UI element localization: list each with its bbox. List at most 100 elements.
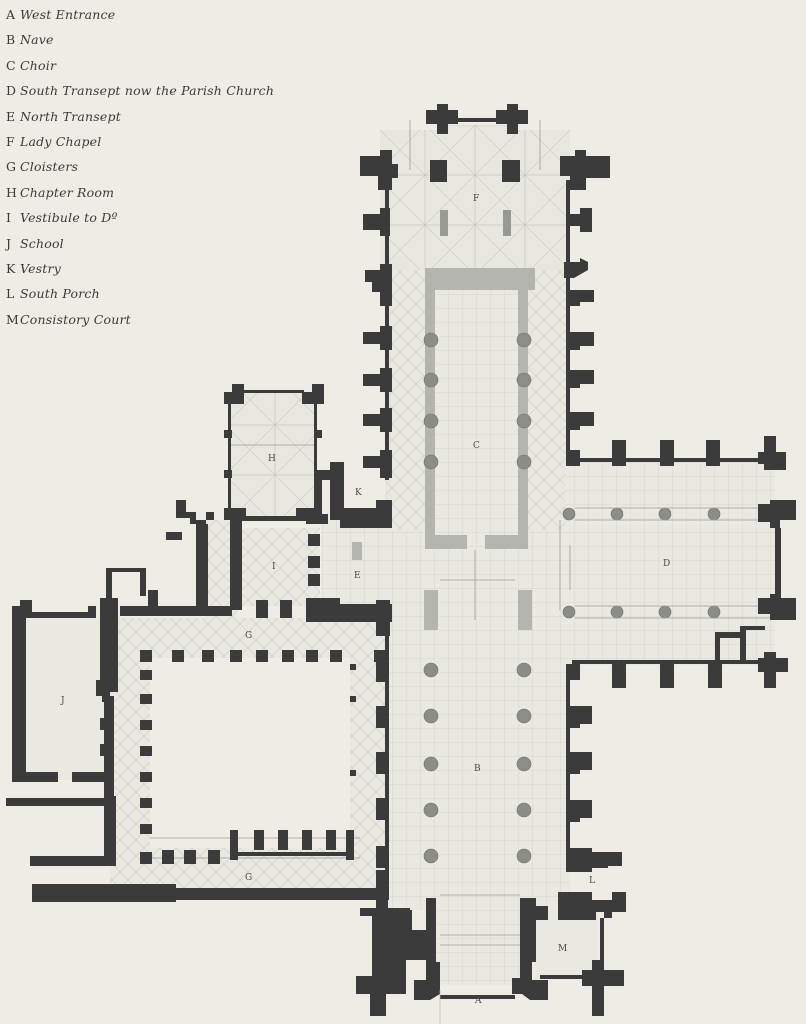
- west-front-north-tower: [414, 898, 440, 1000]
- legend-key: G: [6, 159, 16, 175]
- legend-label: School: [20, 235, 64, 251]
- legend-label: Vestry: [20, 260, 61, 276]
- legend-label: Chapter Room: [20, 184, 115, 200]
- plan-label-c: C: [473, 441, 480, 451]
- transept-buttress-n1: [612, 440, 626, 466]
- transept-se-corner: [758, 652, 788, 688]
- legend-label: South Porch: [20, 286, 100, 302]
- transept-north-wall: [572, 458, 762, 462]
- legend-key: F: [6, 133, 15, 149]
- legend-label: Cloisters: [20, 159, 79, 175]
- chapter-room-floor: [230, 392, 316, 518]
- west-door-threshold: [440, 995, 515, 999]
- crossing-pier-sw: [518, 590, 532, 630]
- legend-label: Nave: [20, 32, 54, 48]
- cloister-west-outer-wall: [100, 598, 118, 692]
- plan-label-k: K: [355, 488, 362, 498]
- west-front-south-tower: [512, 898, 548, 1000]
- cloister-garth-piers: [140, 650, 388, 864]
- legend-key: E: [6, 108, 16, 124]
- transept-east-buttress-2: [758, 594, 796, 620]
- transept-south-wall: [572, 660, 762, 664]
- plan-label-i: I: [272, 562, 276, 572]
- legend-key: A: [6, 7, 16, 22]
- legend-item: F Lady Chapel: [6, 133, 274, 158]
- legend-label: Choir: [20, 57, 57, 73]
- legend-item: J School: [6, 235, 274, 260]
- legend-key: I: [6, 210, 11, 226]
- transept-buttress-s1: [612, 662, 626, 688]
- consistory-court-floor: [535, 910, 597, 980]
- lady-chapel-pier-1: [430, 160, 447, 182]
- floor-areas: [20, 125, 775, 985]
- transept-buttress-n2: [660, 440, 674, 466]
- plan-label-f: F: [473, 194, 479, 204]
- legend-item: A West Entrance: [6, 6, 274, 31]
- plan-label-d: D: [663, 559, 670, 569]
- legend-label: Vestibule to Dº: [20, 210, 118, 226]
- legend-item: MConsistory Court: [6, 311, 274, 336]
- transept-east-buttress-1: [758, 500, 796, 528]
- west-front-north-block: [356, 910, 426, 1016]
- lady-chapel-east-wall: [447, 118, 497, 122]
- chapter-room-ne-corner: [302, 384, 324, 404]
- cloister-south-outer-wall-east: [176, 888, 376, 900]
- vestry-walls: [330, 462, 392, 528]
- lady-chapel-pier-2: [502, 160, 520, 182]
- lady-chapel-east-buttress-south: [496, 104, 528, 134]
- legend-label: South Transept now the Parish Church: [20, 83, 275, 99]
- legend-item: L South Porch: [6, 285, 274, 310]
- cloister-south-outer-wall-west: [32, 884, 176, 902]
- plan-letters: A B C D E F G G H I J K L M: [60, 194, 670, 1006]
- transept-ne-corner: [758, 436, 786, 470]
- legend-item: I Vestibule to Dº: [6, 209, 274, 234]
- chapter-room-nw-corner: [224, 384, 244, 404]
- choir-east-screen: [425, 268, 535, 290]
- crossing-floor: [385, 530, 570, 625]
- plan-label-g-south: G: [245, 873, 252, 883]
- choir-floor: [432, 290, 522, 535]
- legend-key: L: [6, 286, 15, 302]
- south-porch-wall: [566, 848, 622, 872]
- legend-key: J: [6, 235, 12, 251]
- legend-key: H: [6, 184, 17, 200]
- plan-label-b: B: [474, 764, 481, 774]
- walls: [6, 104, 796, 1016]
- nave-north-aisle-wall: [385, 600, 389, 900]
- nave-floor: [385, 625, 570, 910]
- legend-key: D: [6, 83, 17, 99]
- plan-label-a: A: [474, 996, 482, 1006]
- transept-east-wall: [775, 528, 781, 598]
- legend-label: Lady Chapel: [20, 133, 102, 149]
- choir-west-screen-north: [425, 535, 467, 549]
- north-transept-step: [352, 542, 362, 560]
- transept-buttress-n3: [706, 440, 720, 466]
- legend-label: Consistory Court: [20, 311, 131, 327]
- plan-label-h: H: [268, 454, 276, 464]
- school-floor: [20, 618, 108, 780]
- plan-label-g-north: G: [245, 631, 252, 641]
- vestibule-floor: [240, 528, 320, 606]
- legend-label: West Entrance: [20, 7, 116, 22]
- plan-label-l: L: [589, 876, 595, 886]
- legend-key: B: [6, 32, 16, 48]
- choir-south-aisle-wall: [566, 180, 570, 465]
- transept-buttress-s3: [708, 662, 722, 688]
- plan-label-e: E: [354, 571, 361, 581]
- transept-buttress-s2: [660, 662, 674, 688]
- legend-key: M: [6, 311, 19, 327]
- lady-chapel-apse-floor: [440, 125, 510, 175]
- plan-label-j: J: [60, 696, 65, 706]
- cloister-north-outer-wall: [120, 606, 232, 616]
- crossing-pier-nw: [424, 590, 438, 630]
- legend-label: North Transept: [20, 108, 121, 124]
- choir-north-aisle-wall: [385, 180, 389, 480]
